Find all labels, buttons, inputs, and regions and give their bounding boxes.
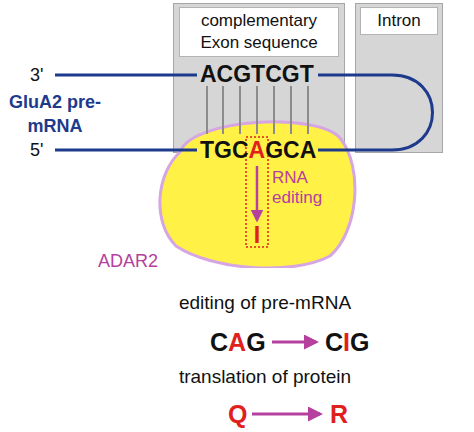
base-pair-line — [206, 86, 208, 134]
codon: G — [350, 328, 369, 356]
step-label-group: editing of pre-mRNA — [150, 292, 380, 314]
codon-group: CIG — [325, 329, 369, 355]
sequence: TGC — [200, 137, 249, 163]
base-pair-line — [273, 86, 275, 134]
rna-strand — [55, 74, 197, 77]
strand-end-group: 5' — [30, 139, 43, 161]
codon: C — [210, 328, 228, 356]
molecule-name-group: GluA2 pre-mRNA — [5, 90, 105, 138]
sequence-group: ACGTCGT — [200, 63, 314, 86]
enzyme-name: ADAR2 — [98, 250, 168, 272]
step-label: translation of protein — [179, 366, 351, 387]
enzyme-blob: ADAR2RNA editingI — [150, 112, 358, 268]
intron-loop — [318, 75, 433, 150]
codon: G — [246, 328, 265, 356]
strand-end: 5' — [30, 140, 43, 160]
amino-acid-group: R — [330, 401, 348, 427]
molecule-name: GluA2 pre-mRNA — [9, 92, 101, 136]
sequence: A — [249, 137, 266, 163]
process-label: RNA editing — [272, 168, 352, 208]
base-pair-line — [307, 86, 309, 134]
editing-arrow — [256, 166, 259, 220]
codon: I — [343, 328, 350, 356]
amino-acid-group: Q — [228, 401, 247, 427]
blob-shape — [160, 122, 355, 268]
strand-end: 3' — [30, 65, 43, 85]
codon: A — [228, 328, 246, 356]
step-label-group: translation of protein — [150, 366, 380, 388]
base-pair-line — [290, 86, 292, 134]
codon: C — [325, 328, 343, 356]
strand-end-group: 3' — [30, 64, 43, 86]
amino-acid: R — [330, 400, 348, 428]
sequence-group: TGCAGCA — [200, 139, 316, 162]
codon-group: CAG — [210, 329, 266, 355]
translation-arrow — [252, 413, 320, 416]
rna-strand — [55, 149, 197, 152]
base-pairs — [207, 86, 308, 134]
box-heading: Intron — [360, 7, 438, 35]
amino-acid: Q — [228, 400, 247, 428]
editing-arrow — [272, 341, 316, 344]
base-pair-line — [222, 86, 224, 134]
box-heading: complementary Exon sequence — [179, 7, 339, 57]
editing-site-box — [246, 137, 268, 247]
base-pair-line — [256, 86, 258, 134]
sequence: GCA — [265, 137, 316, 163]
step-label: editing of pre-mRNA — [179, 292, 351, 313]
sequence: ACGTCGT — [200, 61, 314, 87]
nucleotide: I — [250, 224, 264, 247]
base-pair-line — [239, 86, 241, 134]
